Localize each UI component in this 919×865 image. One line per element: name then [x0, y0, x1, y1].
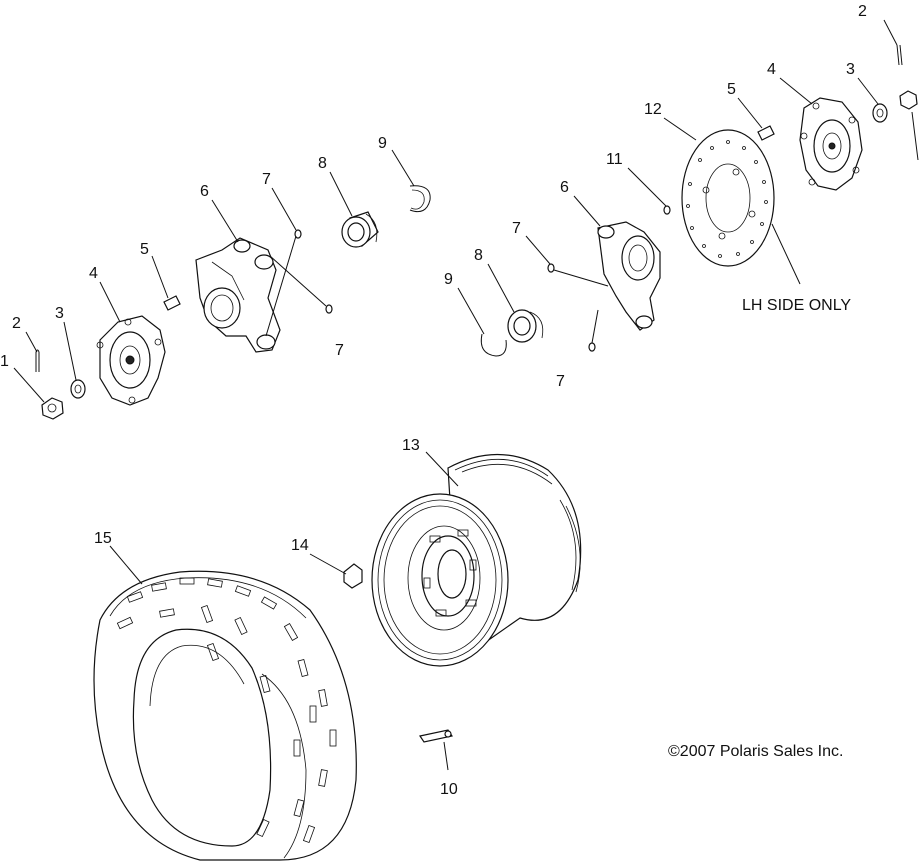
part-brake-disc — [681, 129, 775, 267]
part-fitting-11 — [663, 205, 671, 215]
callout-labels: 1 2 3 4 5 6 7 7 8 9 6 7 7 8 9 11 12 5 4 … — [0, 3, 867, 798]
part-nut-left — [41, 397, 64, 420]
part-nut-right — [899, 90, 918, 110]
part-wheel-rim — [371, 453, 582, 667]
callout-7-left-top: 7 — [262, 171, 271, 188]
callout-3-left: 3 — [55, 305, 64, 322]
callout-8-left: 8 — [318, 155, 327, 172]
callout-14: 14 — [291, 537, 309, 554]
part-stud-right — [757, 125, 775, 141]
part-knuckle-left — [195, 237, 281, 353]
part-washer-left — [70, 379, 86, 399]
callout-5-left: 5 — [140, 241, 149, 258]
leader-lines — [13, 19, 919, 771]
callout-10: 10 — [440, 781, 458, 798]
part-fitting-left-b — [325, 304, 333, 314]
callout-4-left: 4 — [89, 265, 98, 282]
callout-2-left: 2 — [12, 315, 21, 332]
part-fitting-right-a — [547, 263, 555, 273]
callout-5-right: 5 — [727, 81, 736, 98]
part-lug-nut — [343, 563, 363, 589]
callout-2-right: 2 — [858, 3, 867, 20]
callout-4-right: 4 — [767, 61, 776, 78]
callout-1: 1 — [0, 353, 9, 370]
callout-3-right: 3 — [846, 61, 855, 78]
part-snap-ring-right — [480, 333, 507, 357]
callout-7-left-bottom: 7 — [335, 342, 344, 359]
part-fitting-left-a — [294, 229, 302, 239]
callout-9-left: 9 — [378, 135, 387, 152]
callout-13: 13 — [402, 437, 420, 454]
callout-6-left: 6 — [200, 183, 209, 200]
part-stud-left — [163, 295, 181, 311]
callout-9-right: 9 — [444, 271, 453, 288]
part-valve-stem — [419, 729, 453, 743]
note-lh-side-only: LH SIDE ONLY — [742, 297, 851, 314]
copyright-text: ©2007 Polaris Sales Inc. — [668, 743, 843, 760]
callout-6-right: 6 — [560, 179, 569, 196]
callout-11: 11 — [606, 151, 623, 168]
part-bearing-right — [507, 309, 544, 343]
part-fitting-right-b — [588, 342, 596, 352]
part-hub-right — [799, 97, 863, 191]
part-hub-left — [96, 315, 166, 406]
callout-12: 12 — [644, 101, 662, 118]
callout-8-right: 8 — [474, 247, 483, 264]
wheel-lug-slots — [423, 529, 477, 617]
callout-7-right-bottom: 7 — [556, 373, 565, 390]
callout-7-right-top: 7 — [512, 220, 521, 237]
part-cotter-pin-right — [896, 44, 903, 66]
part-knuckle-right — [597, 221, 661, 331]
tire-tread-lugs — [116, 577, 337, 844]
part-tire — [93, 570, 357, 861]
part-bearing-left — [341, 211, 379, 248]
brake-disc-holes — [686, 140, 768, 258]
callout-15: 15 — [94, 530, 112, 547]
part-snap-ring-left — [409, 185, 431, 213]
part-cotter-pin-left — [35, 349, 40, 372]
part-washer-right — [872, 103, 888, 123]
